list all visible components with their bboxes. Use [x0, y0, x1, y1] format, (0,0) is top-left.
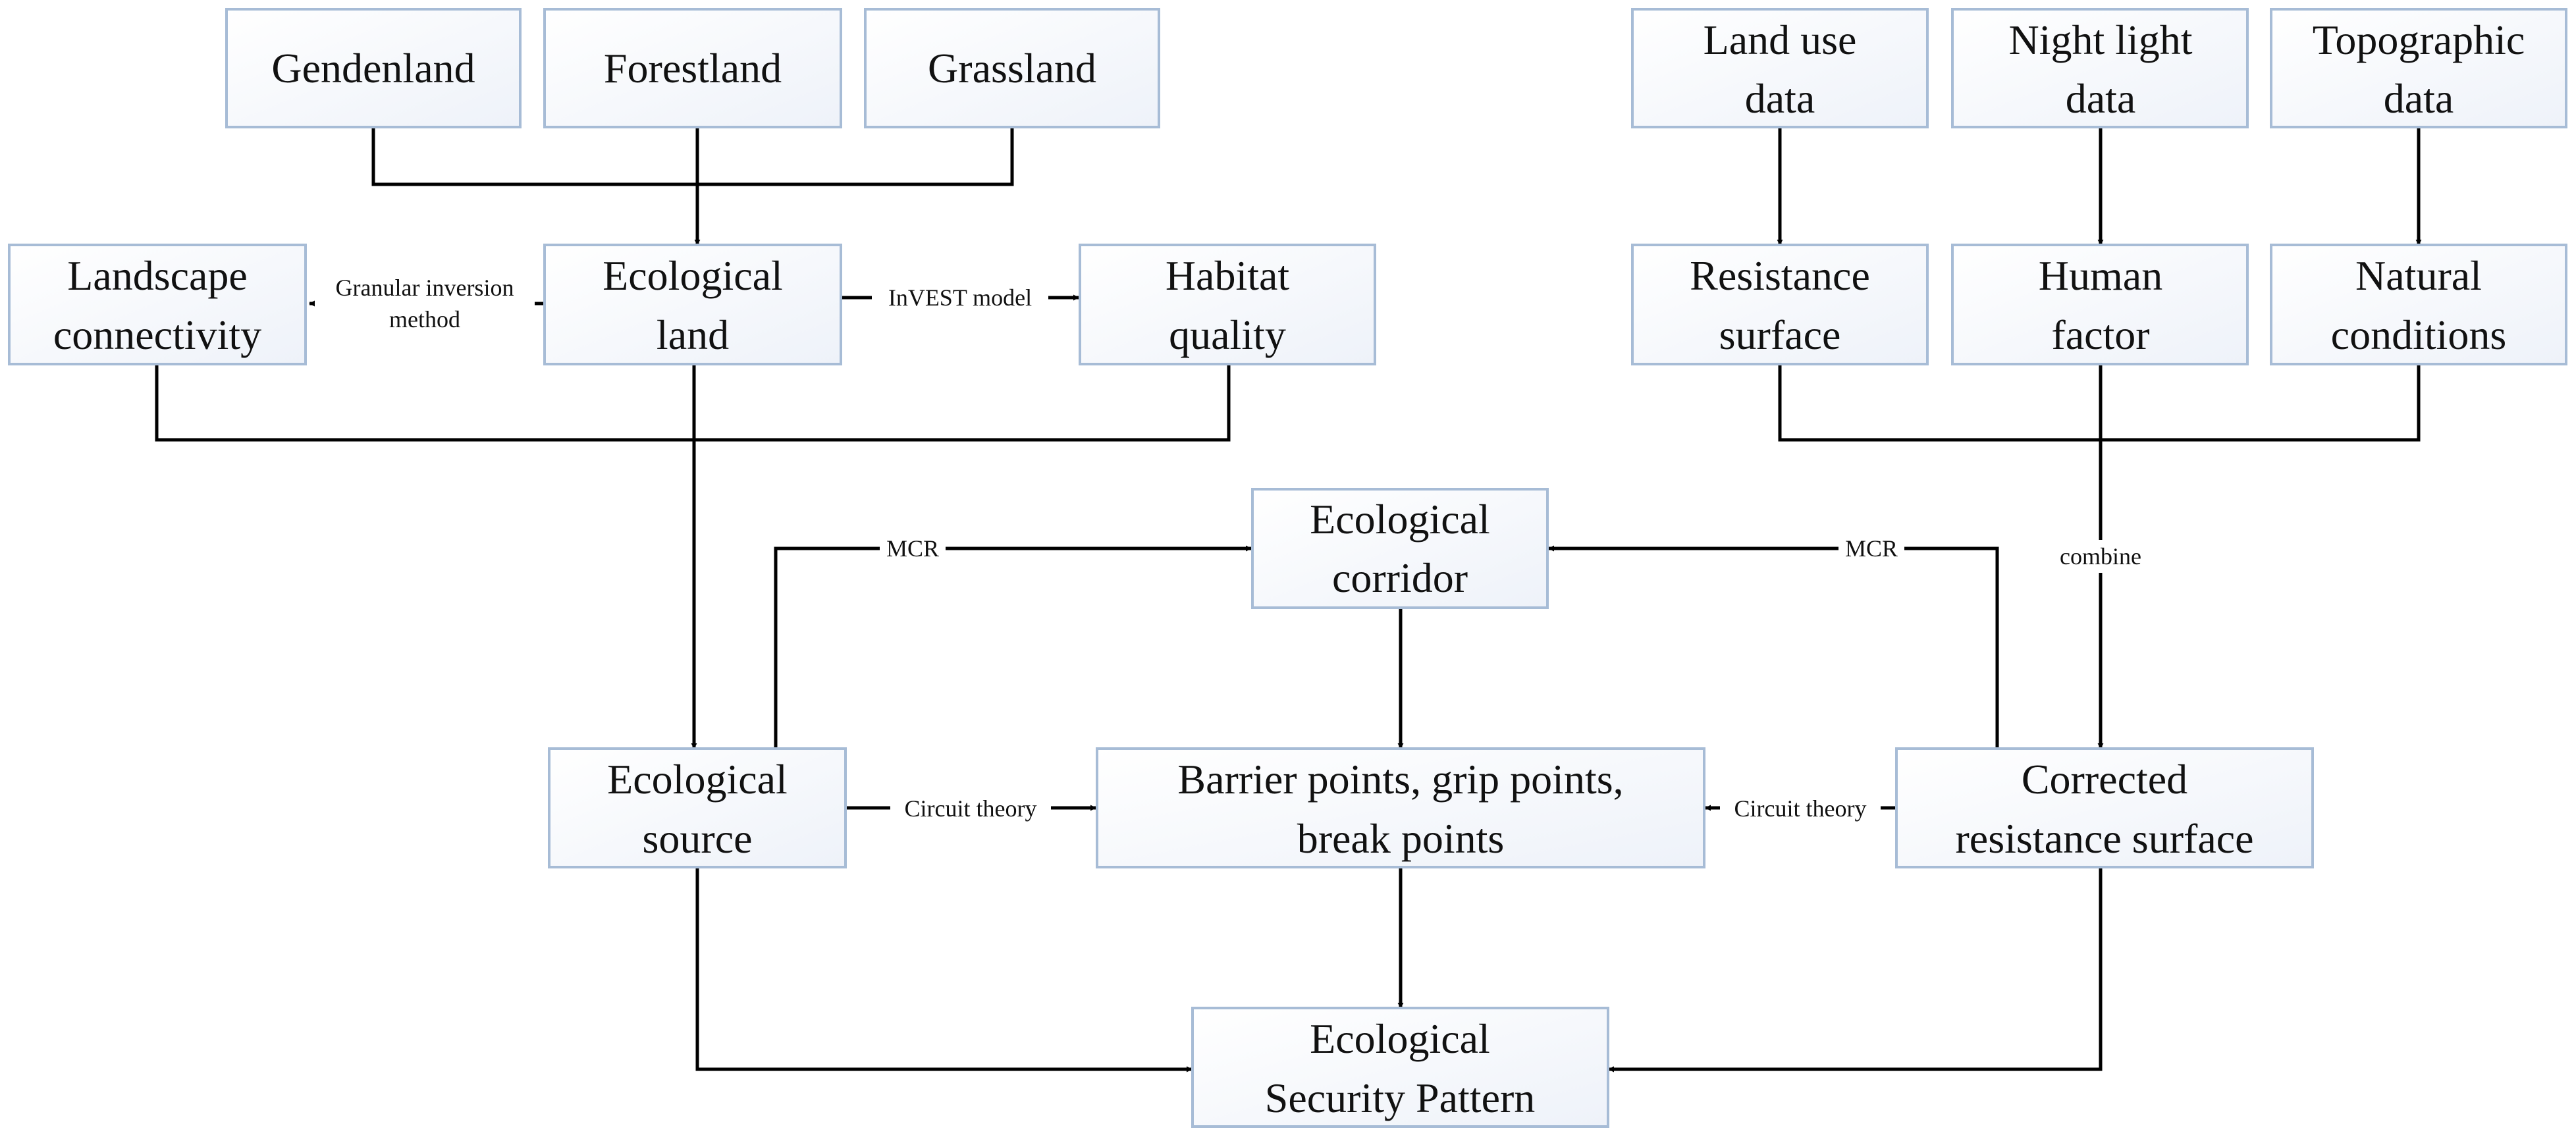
node-topographic-data-line2: data: [2384, 75, 2454, 122]
node-human-factor-line2: factor: [2051, 311, 2149, 358]
node-ecological-land-line1: Ecological: [603, 252, 783, 299]
node-corrected-resistance-surface-line2: resistance surface: [1955, 815, 2253, 862]
connector-source-to-pattern: [695, 867, 1193, 1073]
connector-corrected-to-pattern: [1608, 867, 2103, 1073]
node-night-light-data-line2: data: [2066, 75, 2136, 122]
node-barrier-points-line2: break points: [1297, 815, 1505, 862]
node-corrected-resistance-surface-line1: Corrected: [2022, 756, 2187, 803]
node-resistance-surface: Resistance surface: [1631, 244, 1929, 365]
node-ecological-corridor: Ecological corridor: [1251, 488, 1549, 609]
node-natural-conditions: Natural conditions: [2270, 244, 2567, 365]
node-ecological-land: Ecological land: [543, 244, 842, 365]
node-human-factor: Human factor: [1951, 244, 2249, 365]
connectors: [155, 127, 2422, 1073]
node-forestland-label: Forestland: [604, 45, 782, 92]
node-ecological-security-pattern-line1: Ecological: [1310, 1015, 1490, 1062]
node-natural-conditions-line2: conditions: [2331, 311, 2507, 358]
node-ecological-corridor-line1: Ecological: [1310, 496, 1490, 543]
edge-label-combine: combine: [2060, 543, 2141, 570]
node-night-light-data-line1: Night light: [2008, 16, 2192, 63]
edge-label-invest-model: InVEST model: [888, 284, 1032, 311]
node-landscape-connectivity: Landscape connectivity: [8, 244, 307, 365]
node-topographic-data: Topographic data: [2270, 8, 2567, 128]
node-ecological-security-pattern: Ecological Security Pattern: [1191, 1007, 1609, 1128]
edge-labels: Granular inversion method InVEST model M…: [315, 270, 2153, 824]
node-forestland: Forestland: [543, 8, 842, 128]
node-ecological-source-line2: source: [642, 815, 752, 862]
node-habitat-quality: Habitat quality: [1079, 244, 1376, 365]
node-resistance-surface-line1: Resistance: [1690, 252, 1870, 299]
node-landscape-connectivity-line2: connectivity: [53, 311, 261, 358]
connector-gendenland: [371, 127, 1014, 186]
edge-label-circuit-left: Circuit theory: [905, 795, 1037, 822]
node-ecological-security-pattern-line2: Security Pattern: [1265, 1075, 1536, 1121]
node-habitat-quality-line2: quality: [1169, 311, 1286, 358]
node-grassland-label: Grassland: [928, 45, 1096, 92]
node-habitat-quality-line1: Habitat: [1166, 252, 1290, 299]
node-barrier-points: Barrier points, grip points, break point…: [1096, 747, 1705, 868]
edge-label-mcr-left: MCR: [886, 535, 939, 562]
edge-label-mcr-right: MCR: [1845, 535, 1898, 562]
connector-mcr-right: [1548, 545, 1999, 749]
node-land-use-data: Land use data: [1631, 8, 1929, 128]
node-gendenland-label: Gendenland: [271, 45, 475, 92]
node-resistance-surface-line2: surface: [1719, 311, 1841, 358]
node-land-use-data-line2: data: [1745, 75, 1815, 122]
node-ecological-corridor-line2: corridor: [1332, 554, 1468, 601]
node-night-light-data: Night light data: [1951, 8, 2249, 128]
edge-label-granular-inversion: Granular inversion: [336, 275, 514, 301]
node-human-factor-line1: Human: [2039, 252, 2162, 299]
node-land-use-data-line1: Land use: [1704, 16, 1857, 63]
edge-label-circuit-right: Circuit theory: [1734, 795, 1867, 822]
node-ecological-source: Ecological source: [548, 747, 847, 868]
node-ecological-source-line1: Ecological: [607, 756, 788, 803]
node-ecological-land-line2: land: [657, 311, 729, 358]
node-gendenland: Gendenland: [225, 8, 522, 128]
node-corrected-resistance-surface: Corrected resistance surface: [1895, 747, 2314, 868]
node-barrier-points-line1: Barrier points, grip points,: [1177, 756, 1623, 803]
node-landscape-connectivity-line1: Landscape: [67, 252, 248, 299]
node-natural-conditions-line1: Natural: [2355, 252, 2482, 299]
node-grassland: Grassland: [864, 8, 1160, 128]
connector-mcr-left: [774, 545, 1252, 749]
node-topographic-data-line1: Topographic: [2313, 16, 2525, 63]
edge-label-granular-inversion-method: method: [389, 306, 460, 332]
